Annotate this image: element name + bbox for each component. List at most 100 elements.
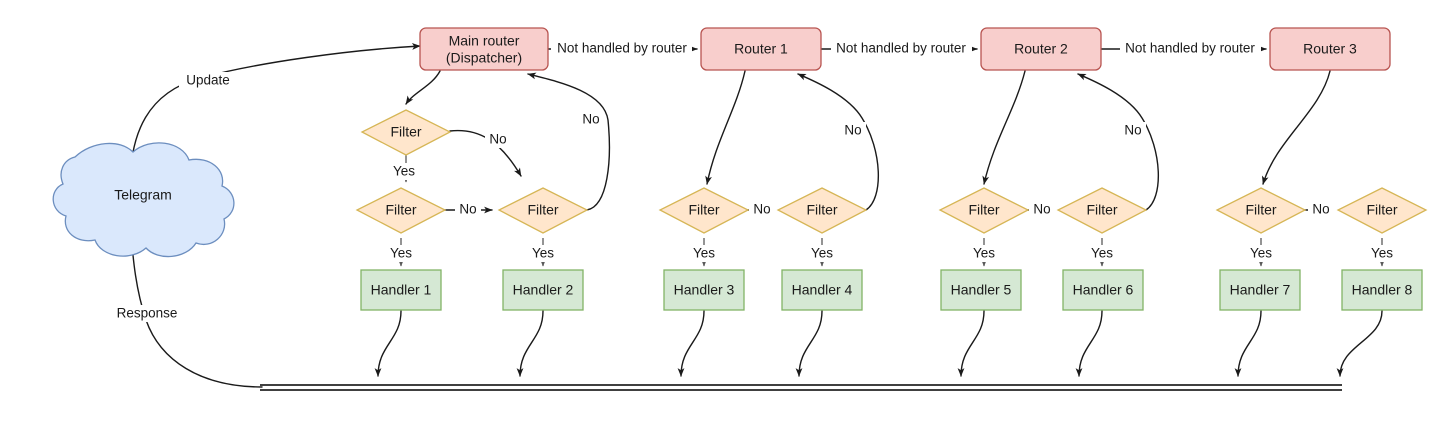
node-handler-4[interactable]: Handler 4 [781,269,863,311]
node-filter-3[interactable]: Filter [938,187,1030,234]
node-handler-6[interactable]: Handler 6 [1062,269,1144,311]
label-bg-yes-7 [1244,245,1278,262]
edge-router3-to-filter5 [1261,70,1331,185]
label-bg-yes-a [387,163,421,180]
edge-label-yes-4: Yes [811,246,833,261]
node-handler-7[interactable]: Handler 7 [1219,269,1301,311]
node-filter-a[interactable]: Filter [360,109,452,156]
edge-router2-to-filter3 [982,70,1026,185]
main-router-label-line2: (Dispatcher) [446,50,522,66]
edge-label-not-handled-1: Not handled by router [557,41,687,56]
label-bg-yes-6 [1085,245,1119,262]
handler-5-label: Handler 5 [951,282,1012,298]
edge-label-not-handled-2: Not handled by router [836,41,966,56]
node-handler-1[interactable]: Handler 1 [360,269,442,311]
edge-label-yes-7: Yes [1250,246,1272,261]
label-bg-not-handled-1 [551,41,692,58]
edge-label-no-c: No [459,202,476,217]
label-bg-no-2 [749,202,775,219]
node-filter-6[interactable]: Filter [1336,187,1428,234]
edge-label-no-1: No [844,123,861,138]
main-router-label-line1: Main router [449,33,520,49]
label-bg-yes-3 [687,245,721,262]
node-main-router[interactable]: Main router (Dispatcher) [419,27,549,71]
node-telegram[interactable]: Telegram [52,142,235,258]
edge-filter2-no-to-router1 [797,73,880,211]
label-bg-no-a [485,131,511,148]
edge-handler8-to-collector [1336,310,1383,377]
edge-label-update: Update [186,73,230,88]
edge-label-no-2: No [753,202,770,217]
telegram-label: Telegram [114,187,172,203]
label-bg-no-1 [840,122,866,139]
router-1-label: Router 1 [734,41,788,57]
edge-handler7-to-collector [1234,310,1262,377]
router-3-label: Router 3 [1303,41,1357,57]
filter-1-label: Filter [688,202,719,218]
handler-3-label: Handler 3 [674,282,735,298]
filter-6-label: Filter [1366,202,1397,218]
edge-label-yes-5: Yes [973,246,995,261]
label-bg-no-4 [1029,202,1055,219]
edge-label-no-4: No [1033,202,1050,217]
handler-2-label: Handler 2 [513,282,574,298]
edge-router1-to-filter1 [705,70,746,185]
edge-filter-b-no-to-mainrouter [527,72,611,211]
edge-handler4-to-collector [795,310,823,377]
node-filter-5[interactable]: Filter [1215,187,1307,234]
node-handler-5[interactable]: Handler 5 [940,269,1022,311]
node-handler-2[interactable]: Handler 2 [502,269,584,311]
filter-2-label: Filter [806,202,837,218]
edge-label-yes-2: Yes [532,246,554,261]
edge-handler1-to-collector [374,310,402,377]
node-handler-8[interactable]: Handler 8 [1341,269,1423,311]
label-bg-not-handled-3 [1120,41,1261,58]
edge-handler3-to-collector [677,310,705,377]
label-bg-no-c [455,202,481,219]
edge-label-no-3: No [1124,123,1141,138]
label-bg-update [179,72,237,89]
label-bg-yes-5 [967,245,1001,262]
edge-handler2-to-collector [516,310,544,377]
edge-label-no-a: No [489,132,506,147]
filter-a-label: Filter [390,124,421,140]
label-bg-response [109,305,185,322]
label-bg-yes-1 [384,245,418,262]
filter-4-label: Filter [1086,202,1117,218]
handler-1-label: Handler 1 [371,282,432,298]
filter-b-label: Filter [527,202,558,218]
edge-label-response: Response [117,306,178,321]
edge-label-no-b: No [582,112,599,127]
node-filter-4[interactable]: Filter [1056,187,1148,234]
label-bg-no-b [578,111,604,128]
node-filter-1[interactable]: Filter [658,187,750,234]
edge-label-yes-1: Yes [390,246,412,261]
handler-4-label: Handler 4 [792,282,853,298]
filter-5-label: Filter [1245,202,1276,218]
edge-handler5-to-collector [957,310,985,377]
filter-c-label: Filter [385,202,416,218]
edge-label-not-handled-3: Not handled by router [1125,41,1255,56]
handler-8-label: Handler 8 [1352,282,1413,298]
handler-7-label: Handler 7 [1230,282,1291,298]
node-filter-2[interactable]: Filter [776,187,868,234]
node-router-2[interactable]: Router 2 [980,27,1102,71]
node-handler-3[interactable]: Handler 3 [663,269,745,311]
node-filter-c[interactable]: Filter [355,187,447,234]
label-bg-no-5 [1308,202,1334,219]
handler-6-label: Handler 6 [1073,282,1134,298]
edge-label-no-5: No [1312,202,1329,217]
label-bg-not-handled-2 [831,41,972,58]
edge-label-yes-8: Yes [1371,246,1393,261]
node-filter-b[interactable]: Filter [497,187,589,234]
router-2-label: Router 2 [1014,41,1068,57]
edge-label-yes-a: Yes [393,164,415,179]
node-router-3[interactable]: Router 3 [1269,27,1391,71]
edge-mainrouter-to-filter-a [405,70,441,105]
edge-filter4-no-to-router2 [1077,73,1160,211]
label-bg-yes-4 [805,245,839,262]
node-router-1[interactable]: Router 1 [700,27,822,71]
edge-label-yes-3: Yes [693,246,715,261]
filter-3-label: Filter [968,202,999,218]
